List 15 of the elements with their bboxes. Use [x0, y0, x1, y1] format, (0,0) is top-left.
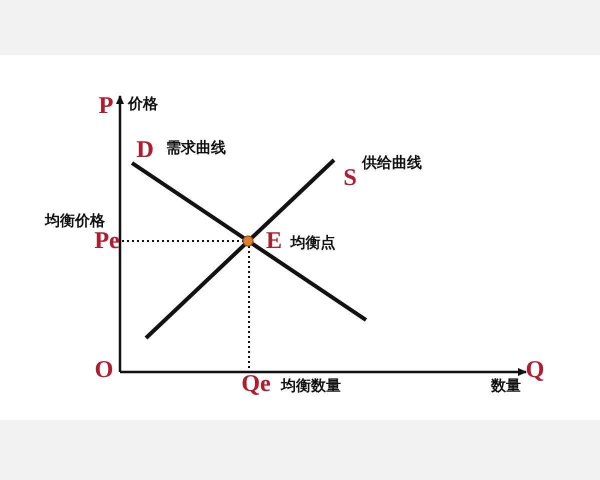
- axis-label: P: [98, 94, 114, 118]
- axis-title: 价格: [128, 96, 158, 112]
- curve-label: S: [343, 166, 357, 190]
- point-label: E: [266, 229, 282, 253]
- origin-label: O: [94, 358, 114, 382]
- axis-title: 数量: [491, 378, 521, 394]
- axis-label: Qe: [241, 372, 271, 396]
- curve-title: 供给曲线: [362, 156, 422, 170]
- point-title: 均衡点: [290, 236, 336, 250]
- curve-title: 需求曲线: [166, 140, 226, 156]
- axis-note: 均衡价格: [45, 214, 105, 228]
- axis-note: 均衡数量: [281, 378, 341, 394]
- axis-label: Q: [526, 358, 544, 382]
- axis-label: Pe: [94, 229, 120, 253]
- curve-label: D: [136, 138, 154, 162]
